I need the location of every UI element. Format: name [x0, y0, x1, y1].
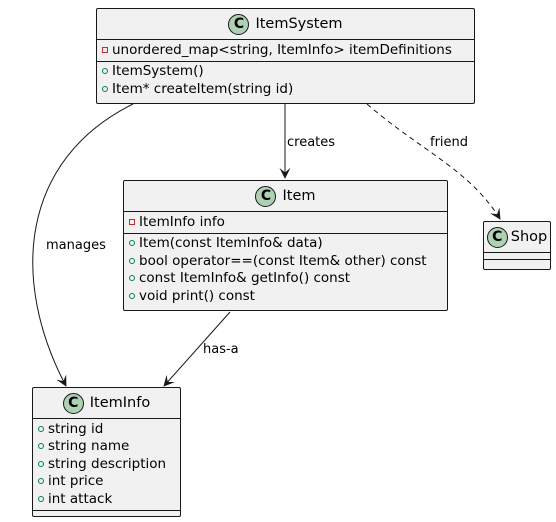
public-visibility-icon: [129, 275, 139, 282]
fields-section: unordered_map<string, ItemInfo> itemDefi…: [97, 39, 474, 61]
class-item-info[interactable]: C ItemInfo string id string name string …: [32, 387, 181, 517]
field-text: int attack: [48, 490, 113, 507]
private-visibility-icon: [102, 46, 112, 53]
public-visibility-icon: [38, 478, 48, 485]
field-row: int price: [38, 473, 175, 491]
class-c-icon: C: [228, 13, 250, 35]
public-visibility-icon: [38, 425, 48, 432]
field-text: int price: [48, 473, 104, 490]
fields-section: string id string name string description…: [33, 418, 180, 510]
label-creates: creates: [287, 135, 336, 150]
methods-section: Item(const ItemInfo& data) bool operator…: [124, 232, 447, 307]
private-visibility-icon: [129, 218, 139, 225]
public-visibility-icon: [129, 292, 139, 299]
method-text: bool operator==(const Item& other) const: [139, 252, 427, 269]
class-item-system[interactable]: C ItemSystem unordered_map<string, ItemI…: [96, 8, 475, 104]
label-manages: manages: [46, 238, 106, 253]
field-text: unordered_map<string, ItemInfo> itemDefi…: [112, 41, 452, 58]
label-friend: friend: [430, 135, 469, 150]
method-row: bool operator==(const Item& other) const: [129, 252, 442, 270]
class-c-icon: C: [255, 185, 277, 207]
field-text: string name: [48, 438, 130, 455]
methods-section: [484, 259, 550, 266]
methods-section: [33, 509, 180, 517]
field-row: unordered_map<string, ItemInfo> itemDefi…: [102, 41, 469, 59]
field-row: string description: [38, 455, 175, 473]
class-header: C ItemInfo: [33, 388, 180, 418]
field-text: ItemInfo info: [139, 213, 225, 230]
field-text: string description: [48, 455, 167, 472]
class-name: Shop: [510, 229, 548, 245]
class-c-icon: C: [486, 226, 508, 248]
class-header: C Shop: [484, 222, 550, 252]
field-text: string id: [48, 420, 104, 437]
edge-manages: [32, 103, 134, 387]
class-header: C Item: [124, 181, 447, 211]
class-shop[interactable]: C Shop: [483, 221, 551, 270]
method-row: Item(const ItemInfo& data): [129, 235, 442, 253]
method-text: const ItemInfo& getInfo() const: [139, 270, 351, 287]
method-row: void print() const: [129, 287, 442, 305]
method-row: ItemSystem(): [102, 63, 469, 81]
method-row: const ItemInfo& getInfo() const: [129, 270, 442, 288]
class-item[interactable]: C Item ItemInfo info Item(const ItemInfo…: [123, 180, 448, 311]
public-visibility-icon: [38, 460, 48, 467]
class-header: C ItemSystem: [97, 9, 474, 39]
public-visibility-icon: [102, 85, 112, 92]
field-row: int attack: [38, 490, 175, 508]
fields-section: ItemInfo info: [124, 211, 447, 233]
method-text: Item(const ItemInfo& data): [139, 235, 323, 252]
public-visibility-icon: [38, 495, 48, 502]
label-has-a: has-a: [203, 342, 239, 357]
field-row: ItemInfo info: [129, 213, 442, 231]
class-name: ItemSystem: [255, 16, 343, 32]
edge-friend: [366, 103, 501, 220]
edge-has-a: [163, 311, 231, 387]
field-row: string id: [38, 420, 175, 438]
method-row: Item* createItem(string id): [102, 80, 469, 98]
public-visibility-icon: [38, 443, 48, 450]
method-text: Item* createItem(string id): [112, 80, 294, 97]
class-c-icon: C: [62, 392, 84, 414]
method-text: ItemSystem(): [112, 63, 204, 80]
fields-section: [484, 252, 550, 259]
methods-section: ItemSystem() Item* createItem(string id): [97, 60, 474, 100]
class-name: Item: [282, 188, 316, 204]
method-text: void print() const: [139, 287, 255, 304]
public-visibility-icon: [102, 68, 112, 75]
public-visibility-icon: [129, 257, 139, 264]
field-row: string name: [38, 438, 175, 456]
class-name: ItemInfo: [89, 395, 151, 411]
public-visibility-icon: [129, 240, 139, 247]
